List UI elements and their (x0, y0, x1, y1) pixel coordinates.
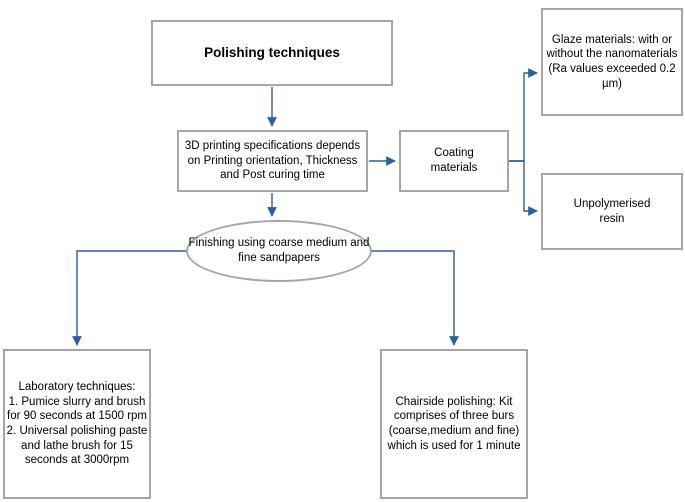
connector-finishing-to-laboratory (72, 250, 188, 346)
node-laboratory-techniques-label: Laboratory techniques: 1. Pumice slurry … (6, 380, 148, 467)
node-polishing-techniques-label: Polishing techniques (204, 45, 340, 61)
connector-coating-to-glaze (509, 68, 538, 162)
node-polishing-techniques[interactable]: Polishing techniques (151, 20, 393, 86)
node-unpolymerised-resin-label: Unpolymerised resin (573, 197, 651, 225)
node-coating-materials[interactable]: Coating materials (399, 130, 509, 192)
node-printing-specifications[interactable]: 3D printing specifications depends on Pr… (177, 130, 368, 192)
node-chairside-polishing-label: Chairside polishing: Kit comprises of th… (387, 395, 521, 452)
connector-finishing-to-chairside (370, 250, 459, 346)
node-printing-specifications-label: 3D printing specifications depends on Pr… (184, 139, 361, 182)
node-chairside-polishing[interactable]: Chairside polishing: Kit comprises of th… (380, 349, 528, 499)
node-laboratory-techniques[interactable]: Laboratory techniques: 1. Pumice slurry … (3, 349, 151, 499)
node-finishing-sandpapers-label: Finishing using coarse medium and fine s… (188, 237, 370, 264)
node-finishing-sandpapers[interactable]: Finishing using coarse medium and fine s… (186, 220, 372, 282)
node-coating-materials-label: Coating materials (430, 147, 478, 174)
node-glaze-materials[interactable]: Glaze materials: with or without the nan… (541, 8, 683, 116)
node-unpolymerised-resin[interactable]: Unpolymerised resin (541, 173, 683, 250)
connector-coating-to-resin (509, 160, 538, 216)
node-glaze-materials-label: Glaze materials: with or without the nan… (546, 33, 678, 90)
